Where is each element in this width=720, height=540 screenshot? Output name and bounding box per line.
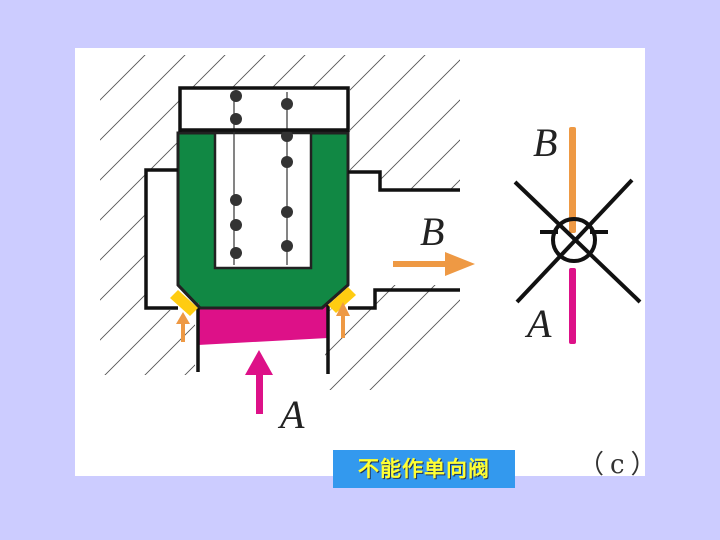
housing-outline — [144, 86, 460, 374]
spring-coils — [230, 90, 293, 259]
symbol-label-A: A — [524, 301, 552, 346]
port-label-B: B — [420, 209, 444, 254]
cross-line-2 — [515, 178, 634, 304]
magenta-inlet-chamber — [198, 302, 328, 345]
figure-label: （c） — [578, 450, 663, 480]
spring-chamber — [180, 88, 348, 130]
port-label-A: A — [277, 392, 305, 437]
caption-banner: 不能作单向阀 — [333, 450, 515, 488]
housing-hatching — [100, 55, 460, 390]
diagram-panel — [75, 48, 645, 476]
orange-leak-arrows — [176, 302, 350, 342]
check-valve-symbol — [513, 127, 642, 344]
symbol-label-B: B — [533, 120, 557, 165]
inlet-arrow-A — [245, 350, 273, 414]
cross-line-1 — [513, 180, 642, 304]
yellow-seal-lips — [170, 287, 356, 316]
outlet-arrow-B — [393, 252, 475, 276]
